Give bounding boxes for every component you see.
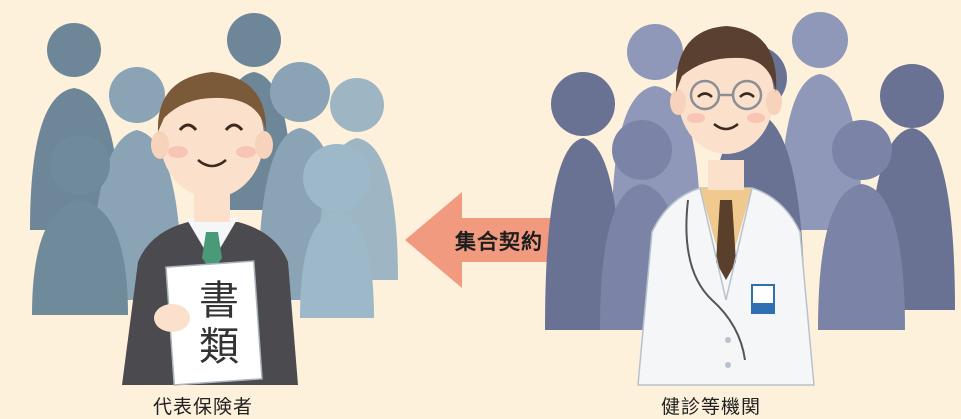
document-text: 書類 [199, 278, 239, 370]
man-in-suit-figure [122, 72, 298, 386]
left-group-label: 代表保険者 [153, 396, 254, 418]
right-group-label: 健診等機関 [661, 396, 762, 418]
doctor-figure [637, 26, 815, 386]
contract-label: 集合契約 [455, 230, 543, 254]
